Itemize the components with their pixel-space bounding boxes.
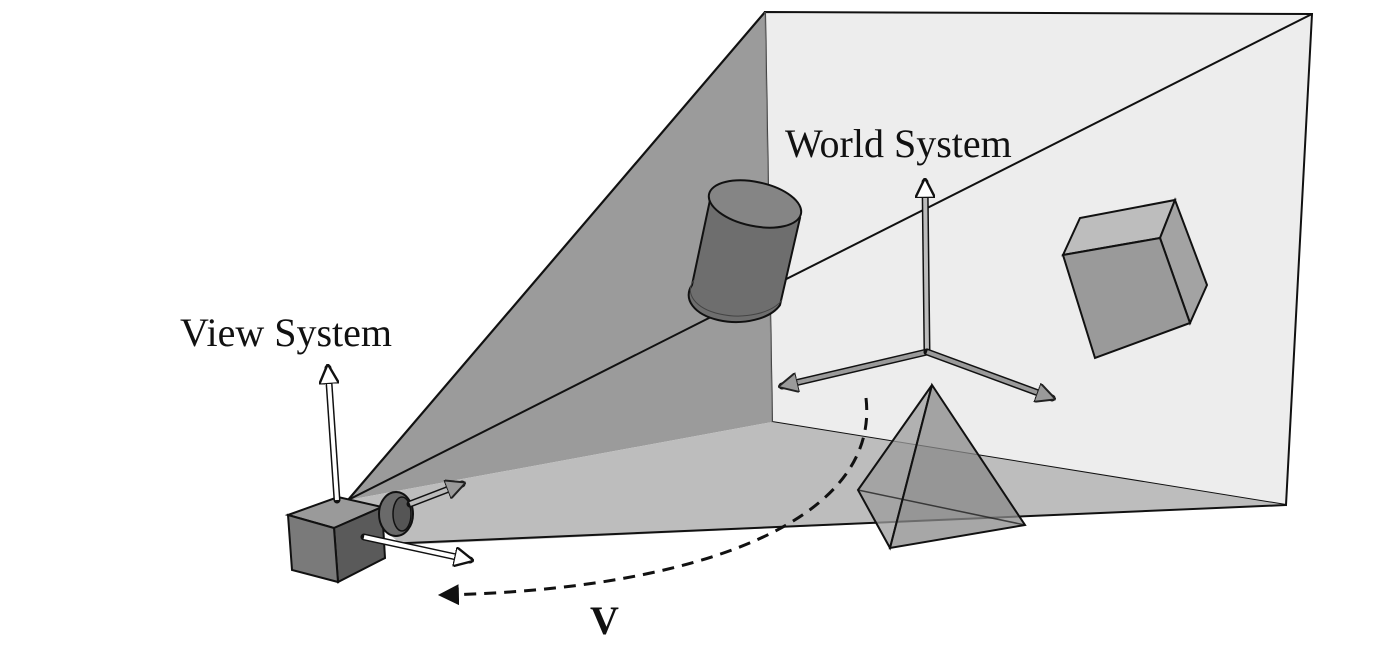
transform-label: V — [590, 598, 619, 643]
pyramid-object — [856, 382, 1027, 551]
view-axes — [328, 368, 470, 560]
view-frustum — [347, 10, 1314, 546]
view-system-label: View System — [180, 310, 392, 355]
world-axes — [782, 182, 1052, 398]
world-system-label: World System — [785, 121, 1012, 166]
frustum-edge-diagonal — [347, 13, 1313, 501]
frustum-edge-top — [347, 11, 766, 501]
frustum-edge-bottom — [359, 504, 1287, 546]
camera-object — [284, 491, 414, 584]
cube-object — [1061, 197, 1209, 360]
frustum-left-wall — [348, 12, 772, 500]
transform-arrow — [437, 397, 869, 606]
cylinder-object — [687, 179, 803, 324]
frustum-back-wall — [763, 10, 1314, 507]
